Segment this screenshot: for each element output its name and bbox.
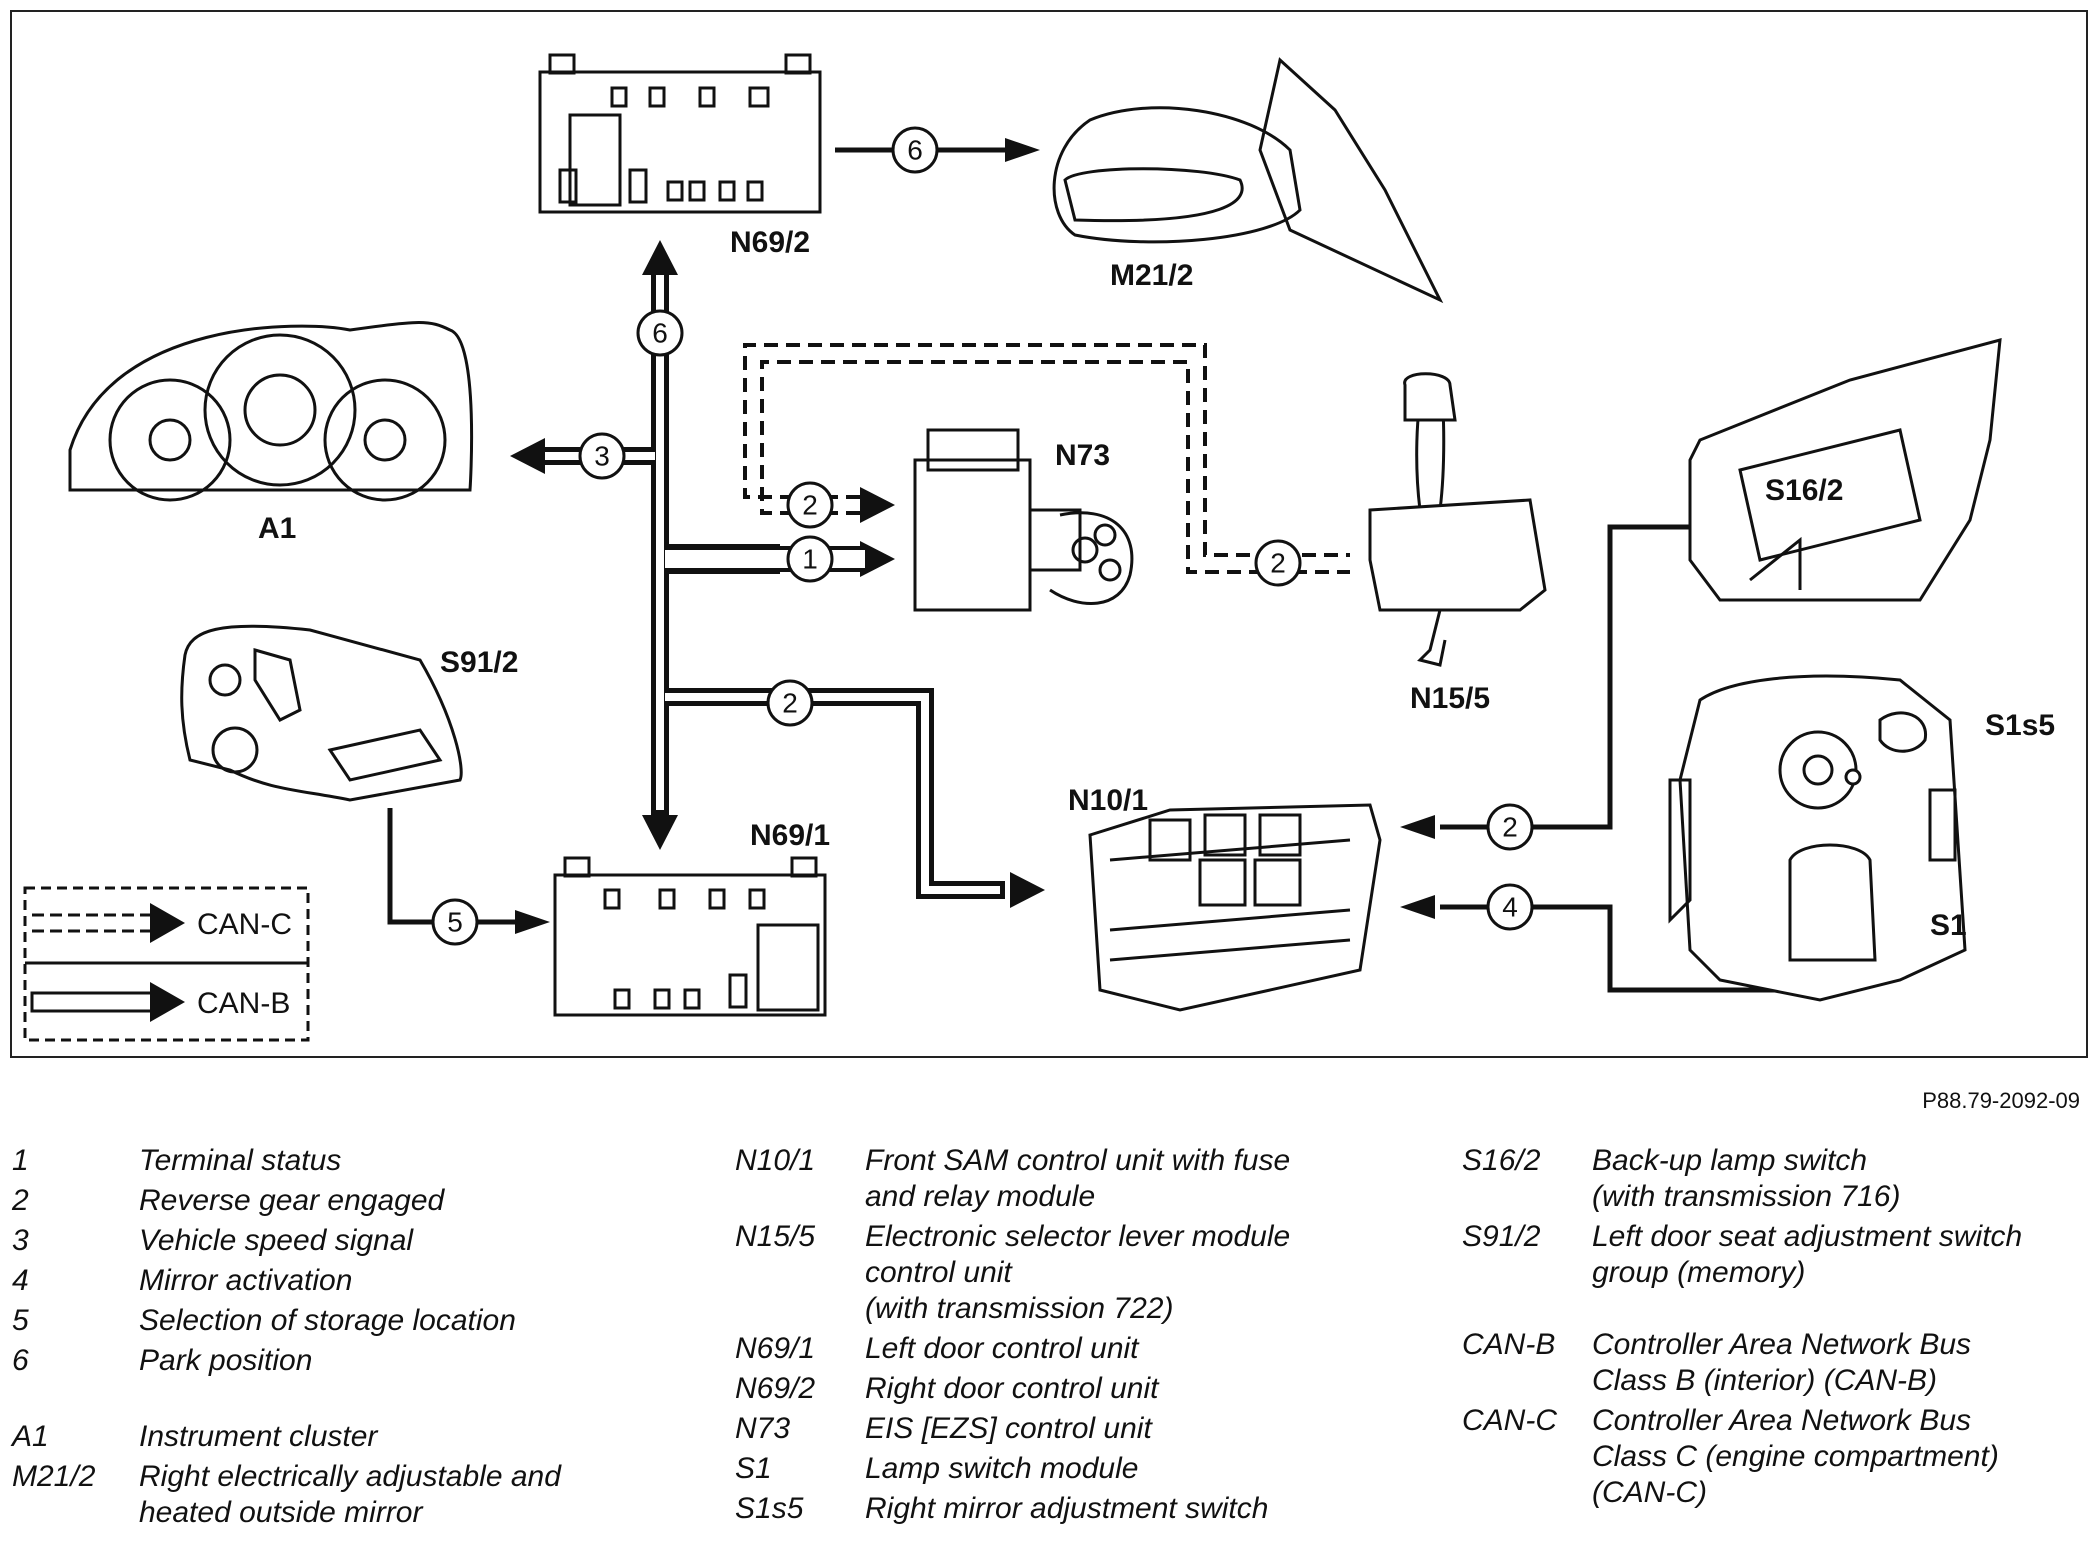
s1-lamp-switch bbox=[1668, 674, 1967, 1002]
signal-6-bus: 6 bbox=[636, 309, 684, 357]
label-s91-2: S91/2 bbox=[440, 646, 518, 679]
n69-1-unit bbox=[553, 856, 827, 1017]
signal-2-n155: 2 bbox=[1254, 539, 1302, 587]
s1s5-switch-dot bbox=[1844, 768, 1862, 786]
key-code: 4 bbox=[12, 1264, 29, 1297]
key-code: N69/2 bbox=[735, 1372, 816, 1405]
key-description: group (memory) bbox=[1592, 1256, 1806, 1289]
signal-markers: 6 6 3 2 1 2 2 2 4 5 bbox=[431, 126, 1534, 946]
key-description: Front SAM control unit with fuse bbox=[865, 1144, 1291, 1177]
key-code: S1 bbox=[735, 1452, 772, 1485]
n15-5-selector-lever bbox=[1368, 372, 1547, 667]
n73-eis-unit bbox=[913, 428, 1134, 612]
key-description: Selection of storage location bbox=[139, 1304, 516, 1337]
n69-2-unit bbox=[538, 53, 822, 214]
signal-2-n101: 2 bbox=[766, 679, 814, 727]
key-description: Terminal status bbox=[139, 1144, 342, 1177]
key-code: S91/2 bbox=[1462, 1220, 1541, 1253]
key-description: Class C (engine compartment) bbox=[1592, 1440, 1999, 1474]
key-description: (with transmission 722) bbox=[865, 1292, 1174, 1325]
svg-text:4: 4 bbox=[1502, 892, 1518, 923]
svg-text:5: 5 bbox=[447, 907, 463, 938]
svg-text:2: 2 bbox=[802, 490, 818, 521]
key-description: Back-up lamp switch bbox=[1592, 1144, 1868, 1177]
key-description: Park position bbox=[139, 1344, 313, 1377]
key-code: M21/2 bbox=[12, 1460, 96, 1493]
label-n69-2: N69/2 bbox=[730, 226, 810, 259]
key-description: Controller Area Network Bus bbox=[1592, 1404, 1972, 1438]
key-description: Instrument cluster bbox=[139, 1420, 378, 1453]
key-description: Right door control unit bbox=[865, 1372, 1159, 1405]
key-description: Lamp switch module bbox=[865, 1452, 1139, 1485]
can-c-bus bbox=[743, 343, 1350, 574]
signal-3: 3 bbox=[578, 432, 626, 480]
legend-can-b: CAN-B bbox=[197, 987, 290, 1020]
svg-text:1: 1 bbox=[802, 544, 818, 575]
key-description: Reverse gear engaged bbox=[139, 1184, 445, 1217]
key-description: Mirror activation bbox=[139, 1264, 353, 1297]
key-description: Left door seat adjustment switch bbox=[1592, 1220, 2023, 1253]
key-code: N15/5 bbox=[735, 1220, 816, 1253]
label-n73: N73 bbox=[1055, 439, 1110, 472]
label-m21-2: M21/2 bbox=[1110, 259, 1193, 292]
m21-2-mirror bbox=[1052, 57, 1444, 304]
key-description: Controller Area Network Bus bbox=[1592, 1328, 1972, 1362]
label-s16-2: S16/2 bbox=[1765, 474, 1843, 507]
key-description: Right electrically adjustable and bbox=[139, 1460, 561, 1493]
label-n10-1: N10/1 bbox=[1068, 784, 1148, 817]
svg-text:2: 2 bbox=[1502, 812, 1518, 843]
svg-text:6: 6 bbox=[907, 135, 923, 166]
key-code: 5 bbox=[12, 1304, 29, 1337]
label-s1s5: S1s5 bbox=[1985, 709, 2055, 742]
label-a1: A1 bbox=[258, 512, 296, 545]
key-code: 2 bbox=[12, 1184, 29, 1217]
signal-2-n73: 2 bbox=[786, 481, 834, 529]
key-code: CAN-B bbox=[1462, 1328, 1556, 1362]
signal-1: 1 bbox=[786, 535, 834, 583]
signal-2-s162: 2 bbox=[1486, 803, 1534, 851]
svg-text:6: 6 bbox=[652, 318, 668, 349]
key-code: 3 bbox=[12, 1224, 29, 1257]
key-code: N10/1 bbox=[735, 1144, 816, 1177]
svg-text:3: 3 bbox=[594, 441, 610, 472]
s16-2-transmission bbox=[1688, 337, 2002, 602]
legend-can-c: CAN-C bbox=[197, 908, 292, 941]
key-code: S16/2 bbox=[1462, 1144, 1541, 1177]
s91-2-seat-switch bbox=[180, 624, 463, 802]
key-description: Electronic selector lever module bbox=[865, 1220, 1291, 1253]
label-n15-5: N15/5 bbox=[1410, 682, 1490, 715]
key-code: 6 bbox=[12, 1344, 29, 1377]
key-code: N69/1 bbox=[735, 1332, 816, 1365]
key-description: and relay module bbox=[865, 1180, 1096, 1213]
signal-5: 5 bbox=[431, 898, 479, 946]
svg-text:2: 2 bbox=[1270, 548, 1286, 579]
key-description: Class B (interior) (CAN-B) bbox=[1592, 1364, 1938, 1398]
key-code: 1 bbox=[12, 1144, 29, 1177]
signal-6-top: 6 bbox=[891, 126, 939, 174]
key-description: (with transmission 716) bbox=[1592, 1180, 1901, 1213]
key-description: (CAN-C) bbox=[1592, 1476, 1707, 1510]
key-code: CAN-C bbox=[1462, 1404, 1557, 1438]
bus-legend: CAN-C CAN-B bbox=[23, 886, 310, 1042]
label-s1: S1 bbox=[1930, 909, 1967, 942]
key-description: Right mirror adjustment switch bbox=[865, 1492, 1269, 1525]
figure-reference: P88.79-2092-09 bbox=[1922, 1088, 2080, 1113]
signal-4: 4 bbox=[1486, 883, 1534, 931]
n10-1-sam-module bbox=[1088, 803, 1382, 1012]
key-code: S1s5 bbox=[735, 1492, 804, 1525]
key-description: Left door control unit bbox=[865, 1332, 1139, 1365]
svg-text:2: 2 bbox=[782, 688, 798, 719]
label-n69-1: N69/1 bbox=[750, 819, 830, 852]
key-description: heated outside mirror bbox=[139, 1496, 423, 1529]
key-code: A1 bbox=[12, 1420, 49, 1453]
a1-instrument-cluster bbox=[68, 321, 474, 502]
diagram-frame bbox=[10, 10, 2088, 1058]
key-description: control unit bbox=[865, 1256, 1012, 1289]
key-description: Vehicle speed signal bbox=[139, 1224, 414, 1257]
key-code: N73 bbox=[735, 1412, 791, 1445]
key-description: EIS [EZS] control unit bbox=[865, 1412, 1152, 1445]
